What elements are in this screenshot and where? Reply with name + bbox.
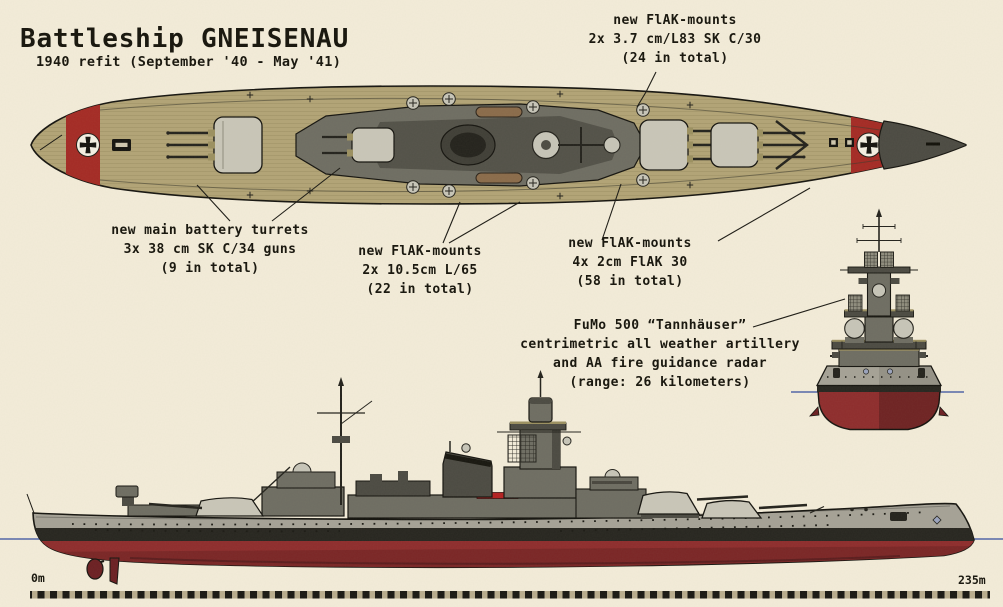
annotation-line: (24 in total) <box>621 51 729 66</box>
annotation-line: and AA fire guidance radar <box>553 356 767 371</box>
annotation-line: new main battery turrets <box>111 223 309 238</box>
annotation-line: 4x 2cm FlAK 30 <box>572 255 688 270</box>
annotation-main-battery: new main battery turrets 3x 38 cm SK C/3… <box>100 221 320 278</box>
scale-end-label: 235m <box>958 573 986 587</box>
annotation-line: new FlAK-mounts <box>358 244 482 259</box>
annotation-flak-20mm: new FlAK-mounts 4x 2cm FlAK 30 (58 in to… <box>528 234 732 291</box>
annotation-line: 2x 10.5cm L/65 <box>362 263 478 278</box>
annotation-line: new FlAK-mounts <box>568 236 692 251</box>
annotation-line: (range: 26 kilometers) <box>569 375 751 390</box>
annotation-line: 2x 3.7 cm/L83 SK C/30 <box>588 32 762 47</box>
annotation-fumo500-radar: FuMo 500 “Tannhäuser” centrimetric all w… <box>508 316 812 392</box>
annotation-line: (9 in total) <box>160 261 260 276</box>
annotation-line: FuMo 500 “Tannhäuser” <box>573 318 747 333</box>
annotation-line: 3x 38 cm SK C/34 guns <box>123 242 297 257</box>
annotation-line: (22 in total) <box>366 282 474 297</box>
scale-start-label: 0m <box>31 571 45 585</box>
annotation-flak-105mm: new FlAK-mounts 2x 10.5cm L/65 (22 in to… <box>328 242 512 299</box>
annotation-line: (58 in total) <box>576 274 684 289</box>
annotation-flak-37mm: new FlAK-mounts 2x 3.7 cm/L83 SK C/30 (2… <box>575 11 775 68</box>
annotation-line: new FlAK-mounts <box>613 13 737 28</box>
page-title: Battleship GNEISENAU <box>20 24 350 54</box>
annotation-line: centrimetric all weather artillery <box>520 337 800 352</box>
page-subtitle: 1940 refit (September '40 - May '41) <box>36 54 342 70</box>
